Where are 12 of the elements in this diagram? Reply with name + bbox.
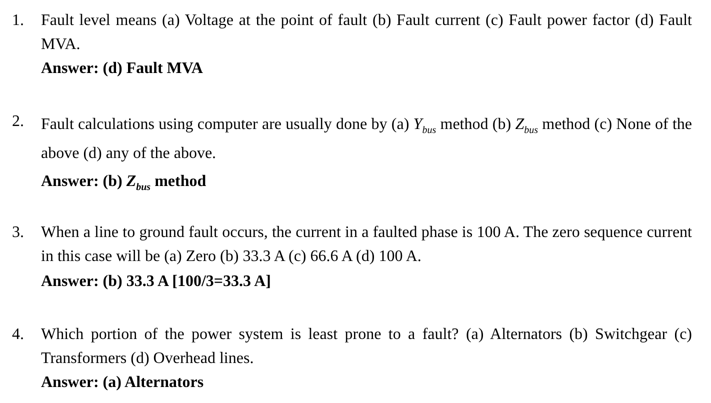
question-number: 2.	[12, 112, 24, 132]
question-text: When a line to ground fault occurs, the current in a faulted phase is 100 A. The zero sequence current in this case will be (a) Zero (b) 33.3 A (c) 66.6 A (d) 100 A.	[41, 223, 692, 267]
question-number: 3.	[12, 223, 24, 243]
answer-text: Answer: (b) 33.3 A [100/3=33.3 A]	[41, 273, 271, 291]
question-number: 1.	[12, 11, 24, 31]
answer-text: Answer: (d) Fault MVA	[41, 60, 203, 78]
question-text: Which portion of the power system is least prone to a fault? (a) Alternators (b) Switchgear (c) Transformers (d) Overhead lines.	[41, 325, 692, 369]
answer-text: Answer: (a) Alternators	[41, 374, 204, 392]
question-text: Fault level means (a) Voltage at the point of fault (b) Fault current (c) Fault power factor (d) Fault MVA.	[41, 11, 692, 55]
answer-text: Answer: (b) Z$_{bus}$ method	[41, 173, 206, 191]
question-text: Fault calculations using computer are usually done by (a) Y$_{bus}$ method (b) Z$_{bus}$ method (c) None of the above (d) any of the above.	[41, 115, 692, 164]
question-number: 4.	[12, 325, 24, 345]
